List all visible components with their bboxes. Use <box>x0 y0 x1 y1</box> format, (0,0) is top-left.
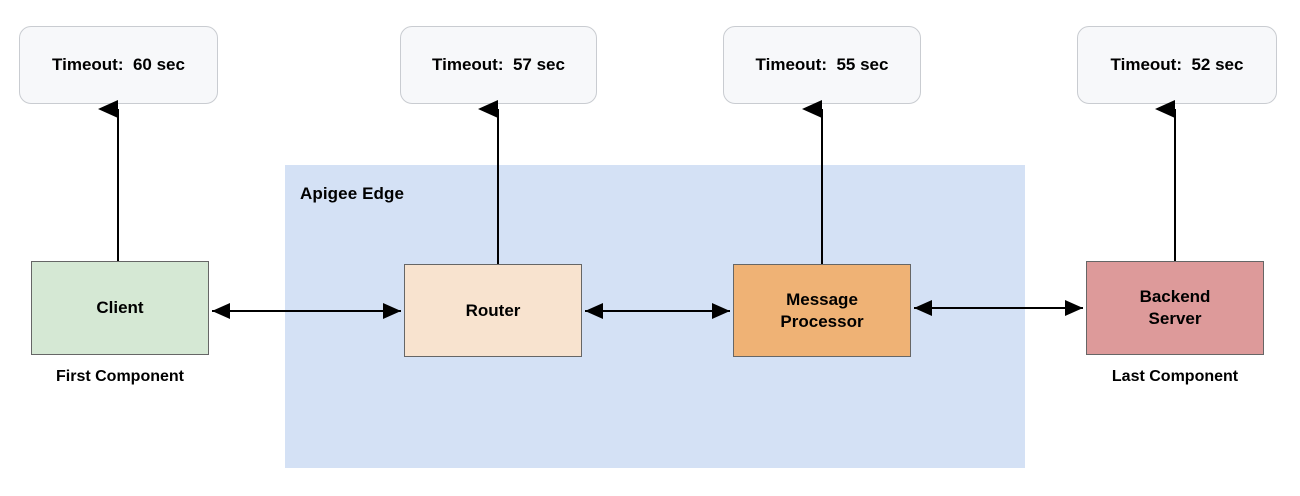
timeout-callout-router: Timeout: 57 sec <box>400 26 597 104</box>
node-router: Router <box>404 264 582 357</box>
timeout-callout-backend-server: Timeout: 52 sec <box>1077 26 1277 104</box>
timeout-callout-message-processor: Timeout: 55 sec <box>723 26 921 104</box>
node-backend-server-label: Backend Server <box>1139 287 1211 328</box>
node-message-processor-label: Message Processor <box>780 289 864 331</box>
timeout-callout-router-text: Timeout: 57 sec <box>432 55 565 74</box>
caption-first-component: First Component <box>56 368 184 385</box>
caption-last-component: Last Component <box>1111 368 1239 385</box>
apigee-edge-zone-label: Apigee Edge <box>300 184 405 203</box>
node-message-processor: Message Processor <box>733 264 911 357</box>
node-backend-server: Backend Server <box>1086 261 1264 355</box>
node-client: Client <box>31 261 209 355</box>
timeout-callout-backend-server-text: Timeout: 52 sec <box>1110 55 1244 74</box>
node-router-label: Router <box>465 300 521 320</box>
node-client-label: Client <box>96 298 144 318</box>
timeout-callout-client-text: Timeout: 60 sec <box>52 55 185 74</box>
timeout-callout-client: Timeout: 60 sec <box>19 26 218 104</box>
timeout-callout-message-processor-text: Timeout: 55 sec <box>755 55 889 74</box>
apigee-edge-zone <box>285 165 1025 468</box>
